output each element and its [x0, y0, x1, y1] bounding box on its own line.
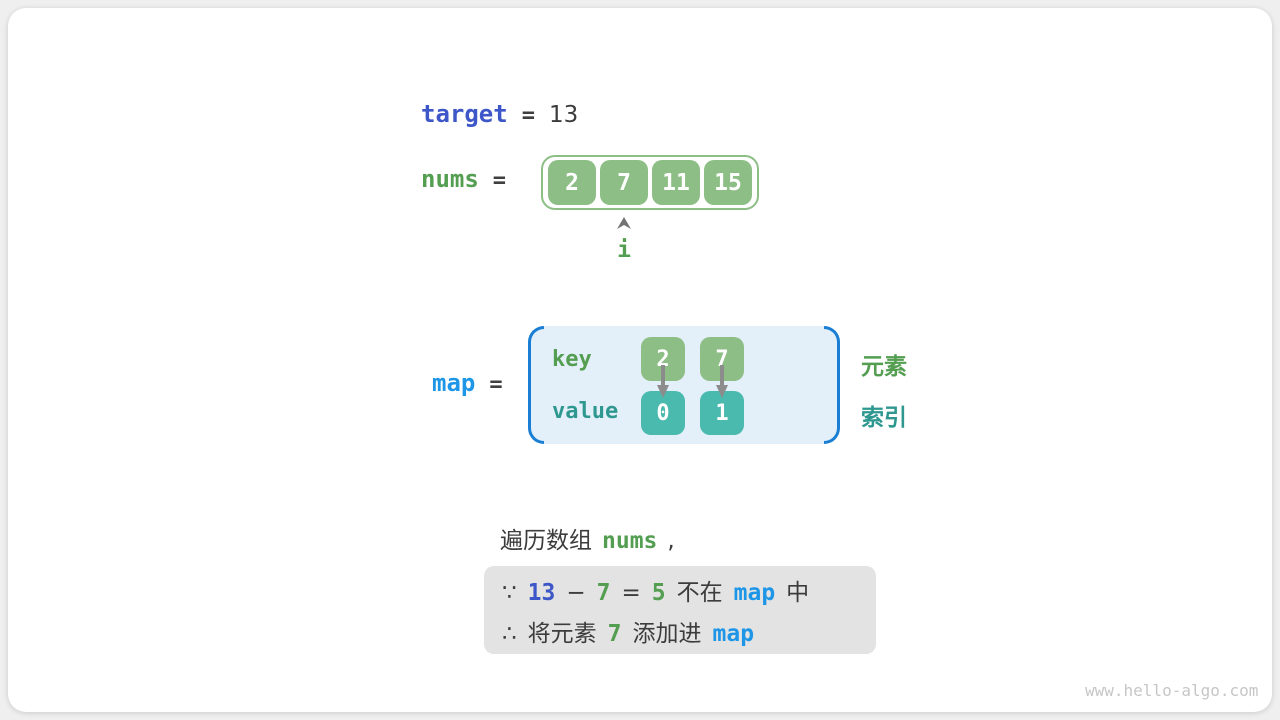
map-variable-label: map — [432, 369, 476, 397]
not-in-text: 不在 — [676, 579, 723, 606]
subtrahend: 7 — [596, 579, 611, 606]
note-line-2: ∴ 将元素 7 添加进 map — [502, 614, 876, 648]
equals-sign: = — [621, 579, 641, 606]
caption-text: 遍历数组 — [500, 528, 592, 554]
index-label: 索引 — [861, 405, 907, 431]
add-value: 7 — [607, 620, 622, 647]
equals-sign: = — [521, 103, 535, 128]
difference: 5 — [651, 579, 666, 606]
minuend: 13 — [527, 579, 556, 606]
caption-nums-code: nums — [602, 528, 658, 554]
add-verb: 添加进 — [632, 620, 702, 647]
therefore-symbol: ∴ — [502, 620, 517, 647]
in-char: 中 — [786, 579, 810, 606]
key-value-arrow-icon — [657, 365, 669, 398]
target-row: target = 13 — [421, 100, 578, 128]
key-value-arrow-icon — [716, 365, 728, 398]
caption-row: 遍历数组 nums , — [500, 521, 675, 555]
element-label: 元素 — [861, 354, 907, 380]
note-box: ∵ 13 − 7 = 5 不在 map 中 ∴ 将元素 7 添加进 map — [484, 566, 876, 654]
map-container: key value 2 7 0 1 — [528, 326, 840, 444]
index-pointer-label: i — [617, 237, 631, 263]
value-row-label: value — [552, 399, 619, 424]
index-pointer-arrow-icon — [617, 217, 631, 229]
nums-variable-label: nums — [421, 165, 479, 193]
figure-card: target = 13 nums = 2 7 11 15 i map = — [8, 8, 1272, 712]
target-variable-label: target — [421, 100, 508, 128]
equals-sign: = — [489, 372, 503, 397]
array-cell: 2 — [548, 160, 596, 205]
watermark: www.hello-algo.com — [1085, 681, 1259, 700]
because-symbol: ∵ — [502, 579, 517, 606]
map-code: map — [733, 579, 776, 606]
target-value: 13 — [548, 102, 579, 128]
nums-array: 2 7 11 15 — [541, 155, 759, 210]
map-code: map — [712, 620, 755, 647]
map-value-cell: 1 — [700, 391, 744, 435]
map-value-cell: 0 — [641, 391, 685, 435]
array-cell: 11 — [652, 160, 700, 205]
nums-row: nums = — [421, 165, 506, 193]
map-right-bracket — [824, 326, 840, 444]
map-left-bracket — [528, 326, 544, 444]
minus-sign: − — [566, 579, 586, 606]
note-line-1: ∵ 13 − 7 = 5 不在 map 中 — [502, 573, 876, 607]
array-cell: 7 — [600, 160, 648, 205]
key-row-label: key — [552, 347, 592, 372]
equals-sign: = — [492, 168, 507, 193]
map-row: map = — [432, 369, 503, 397]
array-cell: 15 — [704, 160, 752, 205]
add-prefix: 将元素 — [527, 620, 597, 647]
caption-comma: , — [667, 528, 675, 554]
